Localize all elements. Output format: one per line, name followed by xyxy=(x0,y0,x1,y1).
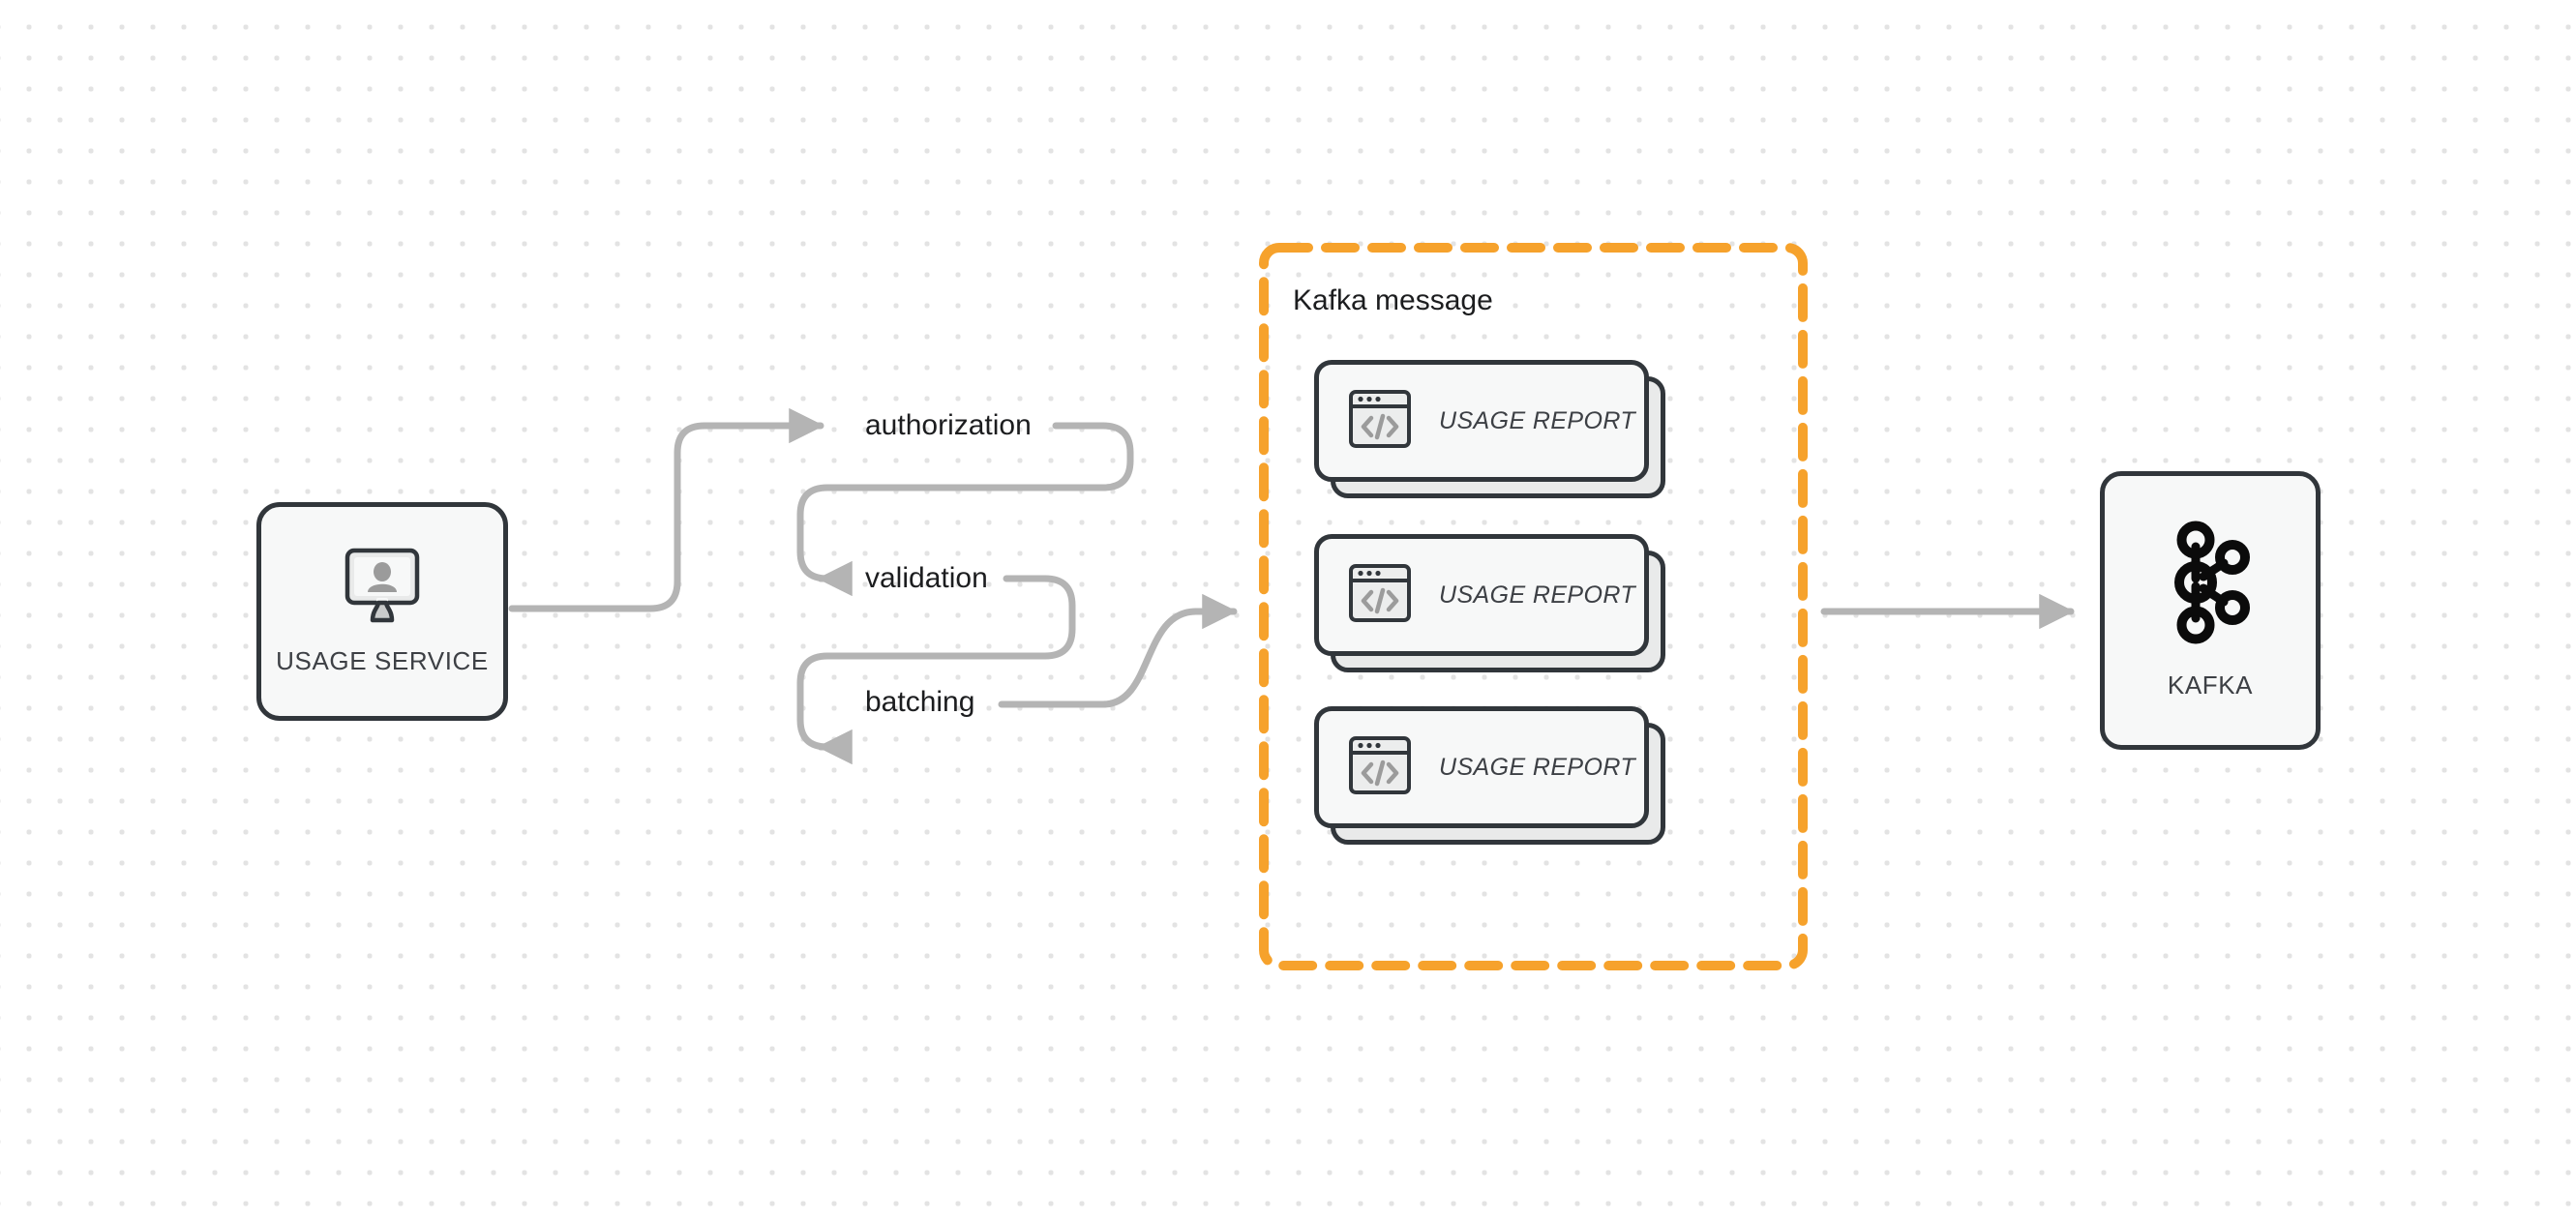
edge-batching-to-kafka-message xyxy=(998,593,1238,708)
code-window-icon xyxy=(1348,387,1412,456)
edge-label-validation: validation xyxy=(865,562,988,594)
code-window-icon xyxy=(1348,561,1412,630)
edge-usage-service-to-authorization xyxy=(508,407,824,612)
edge-label-authorization: authorization xyxy=(865,409,1032,441)
node-kafka[interactable]: KAFKA xyxy=(2100,471,2321,750)
edge-label-batching: batching xyxy=(865,686,975,718)
code-window-icon xyxy=(1348,733,1412,802)
usage-report-card[interactable]: USAGE REPORT xyxy=(1314,706,1665,845)
card-front: USAGE REPORT xyxy=(1314,360,1649,482)
edge-validation-to-batching xyxy=(796,575,1076,765)
card-label: USAGE REPORT xyxy=(1439,406,1635,434)
node-label-usage-service: USAGE SERVICE xyxy=(276,646,489,675)
monitor-user-icon xyxy=(342,547,423,629)
usage-report-card[interactable]: USAGE REPORT xyxy=(1314,360,1665,498)
kafka-logo-icon xyxy=(2164,521,2257,649)
edge-authorization-to-validation xyxy=(796,422,1134,597)
group-dashed-border xyxy=(1259,243,1808,970)
card-label: USAGE REPORT xyxy=(1439,753,1635,781)
card-front: USAGE REPORT xyxy=(1314,706,1649,828)
node-label-kafka: KAFKA xyxy=(2167,670,2254,700)
usage-report-card[interactable]: USAGE REPORT xyxy=(1314,534,1665,672)
node-usage-service[interactable]: USAGE SERVICE xyxy=(256,502,508,721)
group-title: Kafka message xyxy=(1293,284,1493,316)
card-front: USAGE REPORT xyxy=(1314,534,1649,656)
kafka-message-group: Kafka message USAGE REP xyxy=(1259,243,1808,970)
card-label: USAGE REPORT xyxy=(1439,581,1635,609)
